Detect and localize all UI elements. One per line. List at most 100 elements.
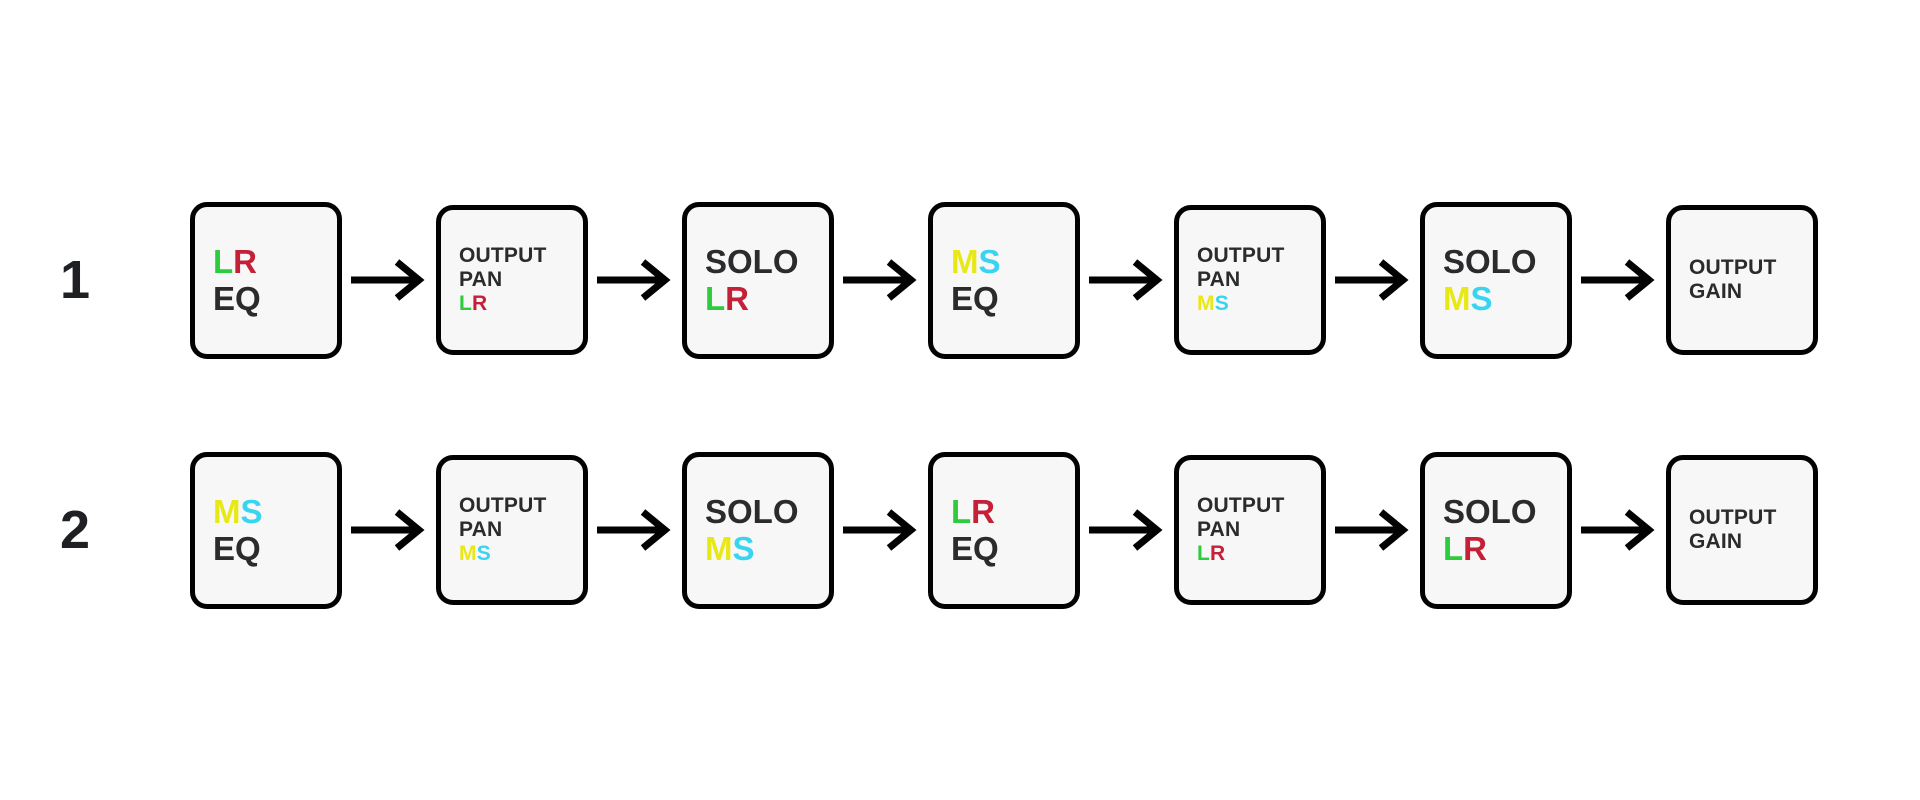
node-line: EQ — [213, 530, 337, 567]
node-line: PAN — [459, 518, 583, 542]
node-line: SOLO — [1443, 243, 1567, 280]
node-text-segment: R — [233, 242, 258, 280]
node-text-segment: EQ — [213, 530, 261, 567]
node-line: OUTPUT — [459, 494, 583, 518]
flow-arrow-icon — [1572, 250, 1666, 310]
flow-arrow-icon — [588, 250, 682, 310]
row-label-2: 2 — [60, 500, 90, 560]
node-line: LR — [213, 243, 337, 280]
node-text-segment: S — [1470, 280, 1493, 317]
node-line: PAN — [1197, 268, 1321, 292]
node-line: OUTPUT — [459, 244, 583, 268]
node-line: MS — [1197, 292, 1321, 316]
node-line: LR — [951, 493, 1075, 530]
flow-arrow-icon — [588, 500, 682, 560]
flow-arrow-icon — [834, 500, 928, 560]
node-text-segment: M — [705, 530, 733, 567]
flow-arrow-icon — [1080, 250, 1174, 310]
flow-arrow-icon — [1326, 500, 1420, 560]
node-text-segment: M — [951, 242, 979, 280]
node-line: OUTPUT — [1197, 494, 1321, 518]
node-line: SOLO — [705, 493, 829, 530]
flow-arrow-icon — [1080, 500, 1174, 560]
node-line: EQ — [951, 530, 1075, 567]
node-text-segment: S — [978, 242, 1001, 280]
flow-arrow-icon — [342, 250, 436, 310]
node-line: OUTPUT — [1689, 256, 1813, 280]
node-line: MS — [951, 243, 1075, 280]
node-text-segment: R — [472, 291, 488, 315]
node-text-segment: OUTPUT — [1689, 256, 1777, 280]
node-text-segment: SOLO — [705, 242, 799, 280]
node-text-segment: S — [1214, 291, 1229, 315]
node-text-segment: L — [213, 242, 234, 280]
node-text-segment: M — [459, 541, 477, 565]
row-label-1: 1 — [60, 250, 90, 310]
node-line: LR — [459, 292, 583, 316]
node-text-segment: OUTPUT — [1689, 506, 1777, 530]
node-line: LR — [1443, 530, 1567, 567]
flow-arrow-icon — [342, 500, 436, 560]
node-text-segment: L — [459, 291, 473, 315]
node-line: MS — [1443, 280, 1567, 317]
node-line: OUTPUT — [1197, 244, 1321, 268]
node-text-segment: S — [240, 492, 263, 530]
node-line: EQ — [951, 280, 1075, 317]
node-line: PAN — [1197, 518, 1321, 542]
node-line: LR — [705, 280, 829, 317]
node-text-segment: M — [213, 492, 241, 530]
node-text-segment: SOLO — [705, 492, 799, 530]
node-text-segment: L — [1197, 541, 1211, 565]
node-line: MS — [213, 493, 337, 530]
node-text-segment: GAIN — [1689, 280, 1743, 303]
node-line: GAIN — [1689, 530, 1813, 554]
node-text-segment: OUTPUT — [459, 494, 547, 518]
node-text-segment: PAN — [1197, 518, 1241, 542]
node-text-segment: OUTPUT — [1197, 494, 1285, 518]
flow-arrow-icon — [834, 250, 928, 310]
node-text-segment: PAN — [459, 268, 503, 292]
node-line: EQ — [213, 280, 337, 317]
node-text-segment: R — [971, 492, 996, 530]
node-text-segment: S — [732, 530, 755, 567]
node-text-segment: M — [1197, 291, 1215, 315]
node-text-segment: L — [951, 492, 972, 530]
node-text-segment: M — [1443, 280, 1471, 317]
node-text-segment: SOLO — [1443, 492, 1537, 530]
node-text-segment: R — [725, 280, 750, 317]
node-text-segment: L — [1443, 530, 1464, 567]
node-text-segment: SOLO — [1443, 242, 1537, 280]
node-text-segment: EQ — [951, 280, 999, 317]
node-line: PAN — [459, 268, 583, 292]
node-line: OUTPUT — [1689, 506, 1813, 530]
node-text-segment: GAIN — [1689, 530, 1743, 553]
flow-arrow-icon — [1326, 250, 1420, 310]
node-text-segment: S — [476, 541, 491, 565]
node-text-segment: OUTPUT — [1197, 244, 1285, 268]
node-text-segment: R — [1463, 530, 1488, 567]
node-text-segment: R — [1210, 541, 1226, 565]
node-text-segment: PAN — [1197, 268, 1241, 292]
node-text-segment: EQ — [213, 280, 261, 317]
node-line: LR — [1197, 542, 1321, 566]
node-line: MS — [705, 530, 829, 567]
node-text-segment: L — [705, 280, 726, 317]
